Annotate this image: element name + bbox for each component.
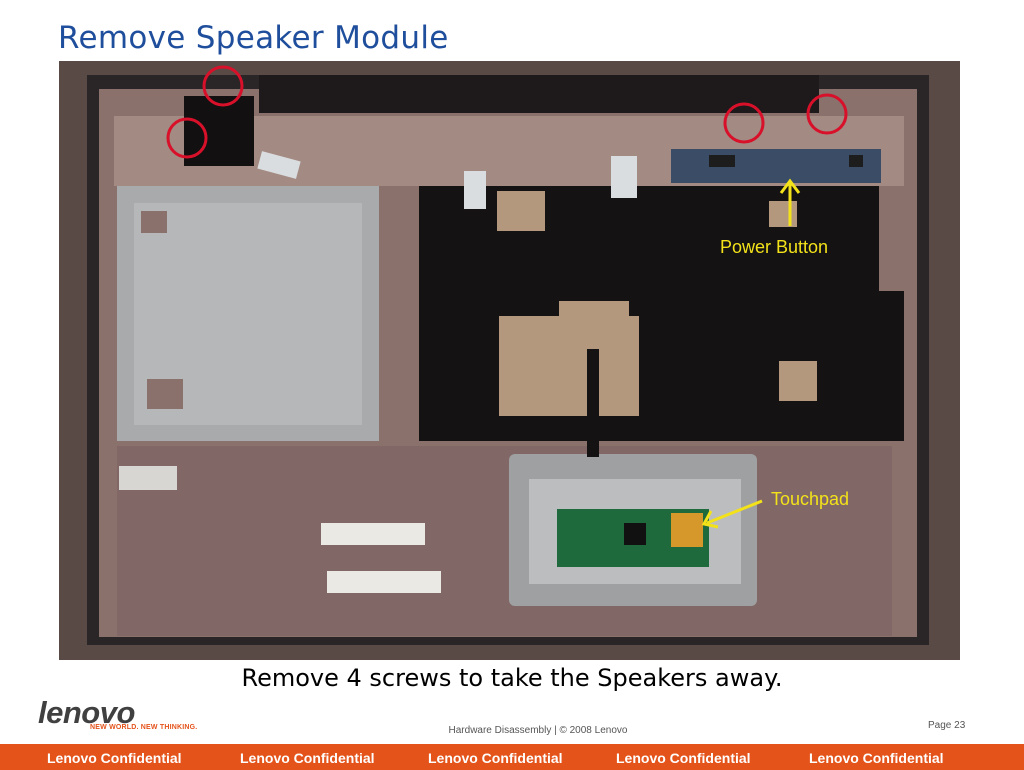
power-button-label: Power Button xyxy=(720,237,829,257)
logo-tagline: NEW WORLD. NEW THINKING. xyxy=(90,724,198,731)
confidential-label: Lenovo Confidential xyxy=(240,750,375,766)
screw-marker-1 xyxy=(202,65,244,107)
confidential-label: Lenovo Confidential xyxy=(809,750,944,766)
footer-center-text: Hardware Disassembly | © 2008 Lenovo xyxy=(448,725,628,736)
screw-marker-3 xyxy=(723,102,765,144)
confidential-label: Lenovo Confidential xyxy=(428,750,563,766)
screw-marker-4 xyxy=(806,93,848,135)
screw-marker-2 xyxy=(166,117,208,159)
touchpad-arrow xyxy=(701,499,763,529)
touchpad-label: Touchpad xyxy=(771,489,850,509)
slide-caption: Remove 4 screws to take the Speakers awa… xyxy=(241,664,783,692)
slide-title: Remove Speaker Module xyxy=(58,20,449,56)
lenovo-logo: lenovo xyxy=(38,695,135,730)
confidential-label: Lenovo Confidential xyxy=(47,750,182,766)
power-button-arrow xyxy=(779,178,801,226)
disassembly-photo: Power Button Touchpad xyxy=(59,61,960,660)
confidential-bar: Lenovo Confidential Lenovo Confidential … xyxy=(0,742,1024,770)
laptop-base-illustration xyxy=(59,61,960,660)
confidential-label: Lenovo Confidential xyxy=(616,750,751,766)
page-number: Page 23 xyxy=(928,720,966,731)
